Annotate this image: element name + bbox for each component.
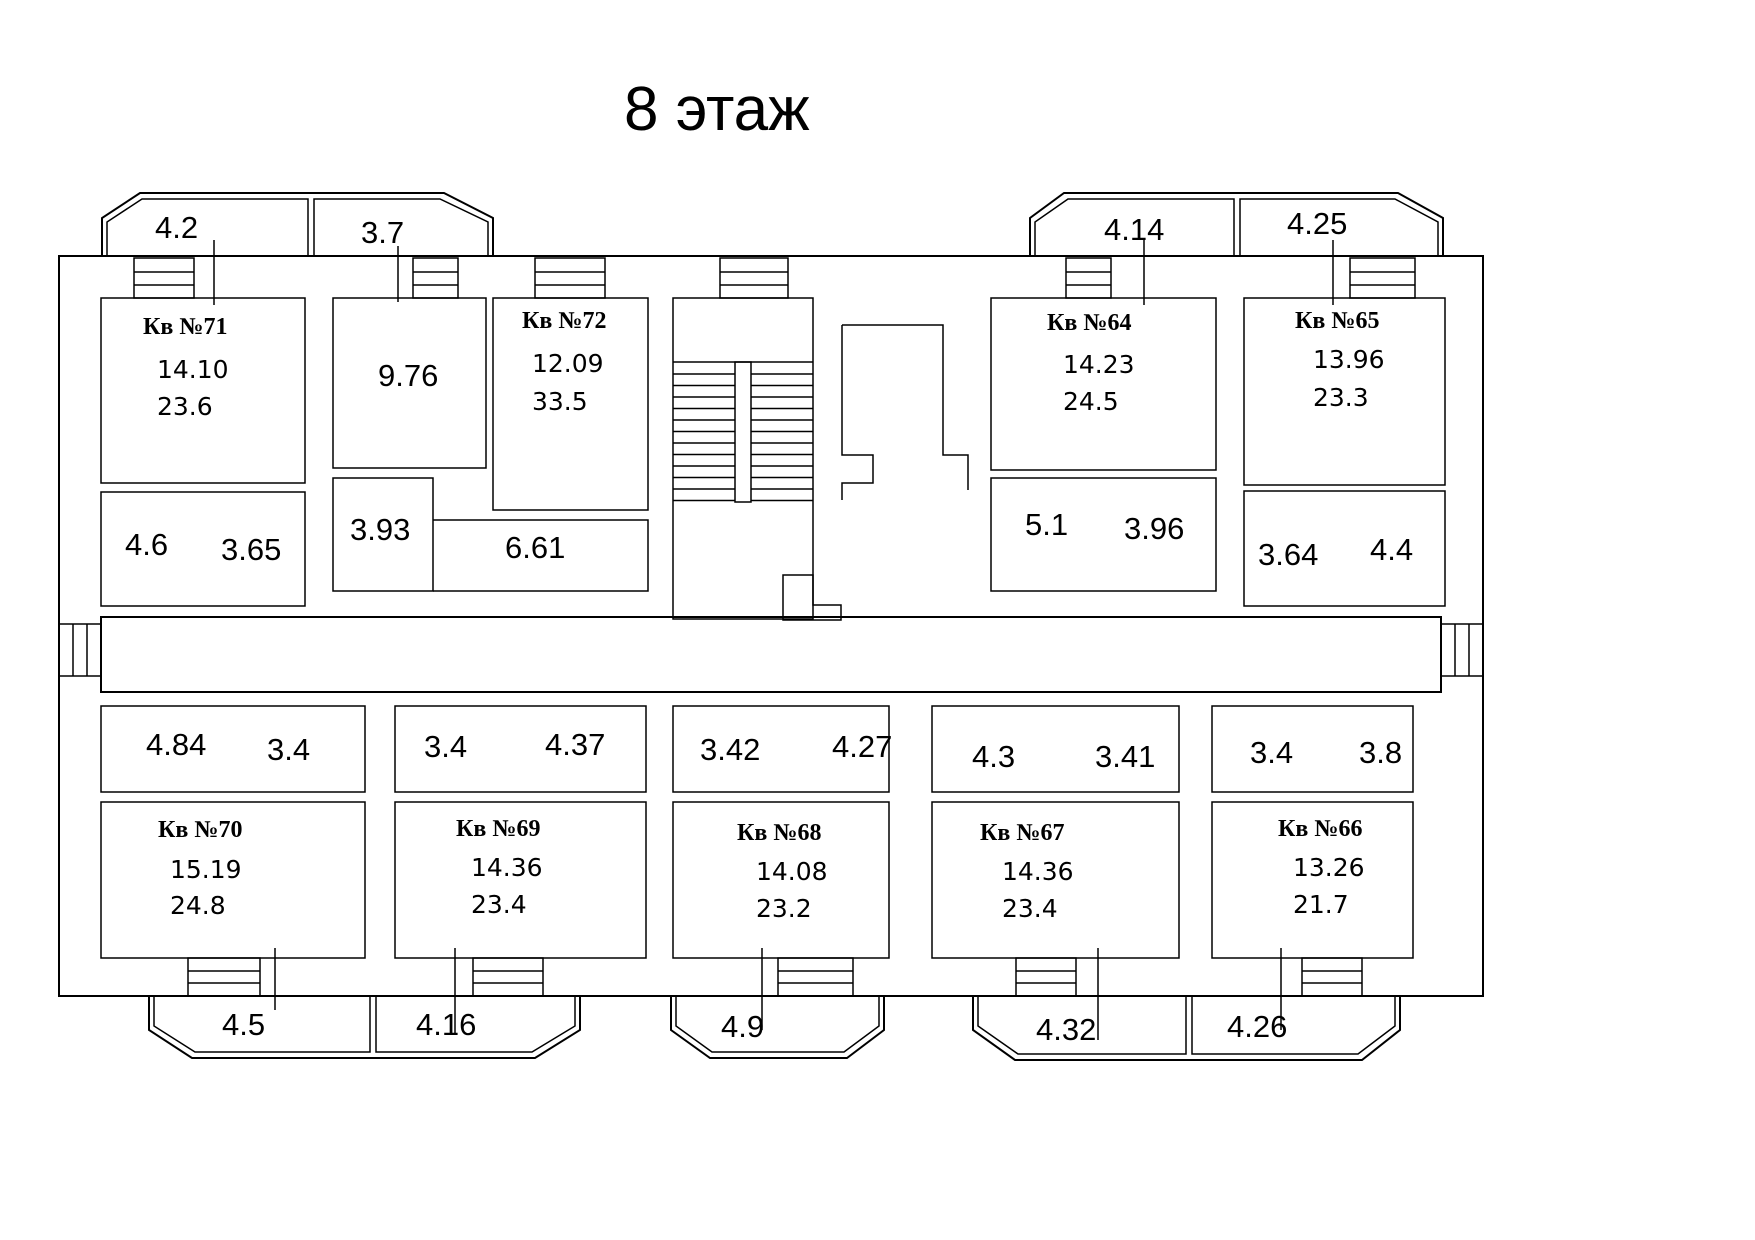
apartment-71: Кв №71 14.10 23.6 4.6 3.65 4.2 (125, 210, 281, 567)
apartment-66: Кв №66 13.26 21.7 3.4 3.8 4.26 (1227, 735, 1402, 1044)
room-area: 4.37 (545, 727, 605, 762)
room-area: 4.3 (972, 739, 1015, 774)
apartment-70: Кв №70 15.19 24.8 4.84 3.4 4.5 (146, 727, 310, 1042)
total-area: 24.8 (170, 891, 226, 920)
living-area: 13.96 (1313, 345, 1385, 374)
room-area: 3.64 (1258, 537, 1318, 572)
living-area: 12.09 (532, 349, 604, 378)
top-rooms (100, 297, 1446, 621)
living-area: 14.10 (157, 355, 229, 384)
room-area: 4.84 (146, 727, 206, 762)
living-area: 13.26 (1293, 853, 1365, 882)
room-area: 3.8 (1359, 735, 1402, 770)
apartment-number: Кв №71 (143, 314, 227, 340)
apartment-number: Кв №65 (1295, 308, 1379, 334)
room-area: 6.61 (505, 530, 565, 565)
total-area: 23.4 (471, 890, 527, 919)
building-outline (58, 255, 1484, 997)
apartment-64: Кв №64 14.23 24.5 5.1 3.96 4.14 (1025, 212, 1184, 546)
apartment-number: Кв №68 (737, 820, 821, 846)
living-area: 14.08 (756, 857, 828, 886)
balcony-area: 4.9 (721, 1009, 764, 1044)
room-area: 9.76 (378, 358, 438, 393)
room-area: 3.65 (221, 532, 281, 567)
top-balconies (101, 192, 1444, 256)
bottom-balconies (148, 996, 1401, 1061)
balcony-area: 4.26 (1227, 1009, 1287, 1044)
balcony-area: 4.2 (155, 210, 198, 245)
room-area: 3.4 (1250, 735, 1293, 770)
total-area: 24.5 (1063, 387, 1119, 416)
room-area: 4.6 (125, 527, 168, 562)
leader-lines (213, 240, 1334, 1040)
apartment-number: Кв №69 (456, 816, 540, 842)
apartment-number: Кв №67 (980, 820, 1064, 846)
room-area: 3.4 (267, 732, 310, 767)
apartment-number: Кв №66 (1278, 816, 1362, 842)
apartment-69: Кв №69 14.36 23.4 3.4 4.37 4.16 (416, 727, 605, 1042)
living-area: 14.36 (471, 853, 543, 882)
total-area: 23.6 (157, 392, 213, 421)
floor-title: 8 этаж (624, 75, 810, 144)
balcony-area: 4.5 (222, 1007, 265, 1042)
balcony-area: 4.14 (1104, 212, 1164, 247)
windows (133, 257, 1416, 997)
apartment-number: Кв №64 (1047, 310, 1131, 336)
room-area: 5.1 (1025, 507, 1068, 542)
apartment-67: Кв №67 14.36 23.4 4.3 3.41 4.32 (972, 739, 1155, 1047)
balcony-area: 4.16 (416, 1007, 476, 1042)
apartment-65: Кв №65 13.96 23.3 3.64 4.4 4.25 (1258, 206, 1413, 572)
apartment-72: Кв №72 12.09 33.5 9.76 3.93 6.61 3.7 (350, 215, 606, 565)
balcony-area: 3.7 (361, 215, 404, 250)
room-area: 3.4 (424, 729, 467, 764)
room-area: 3.42 (700, 732, 760, 767)
room-area: 3.93 (350, 512, 410, 547)
total-area: 21.7 (1293, 890, 1349, 919)
room-area: 3.96 (1124, 511, 1184, 546)
room-area: 4.4 (1370, 532, 1413, 567)
total-area: 23.4 (1002, 894, 1058, 923)
balcony-area: 4.25 (1287, 206, 1347, 241)
apartment-68: Кв №68 14.08 23.2 3.42 4.27 4.9 (700, 729, 892, 1044)
total-area: 23.3 (1313, 383, 1369, 412)
living-area: 15.19 (170, 855, 242, 884)
total-area: 23.2 (756, 894, 812, 923)
room-area: 4.27 (832, 729, 892, 764)
total-area: 33.5 (532, 387, 588, 416)
living-area: 14.23 (1063, 350, 1135, 379)
living-area: 14.36 (1002, 857, 1074, 886)
apartment-number: Кв №72 (522, 308, 606, 334)
balcony-area: 4.32 (1036, 1012, 1096, 1047)
apartment-number: Кв №70 (158, 817, 242, 843)
room-area: 3.41 (1095, 739, 1155, 774)
